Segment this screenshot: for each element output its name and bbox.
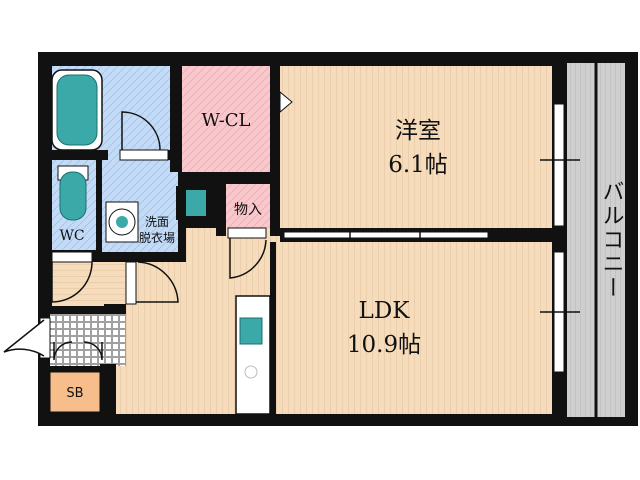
wc-door-swing bbox=[51, 261, 93, 303]
western-room-name: 洋室 bbox=[395, 118, 441, 144]
entrance-inner-door bbox=[53, 341, 103, 361]
balcony-label: バルコニー bbox=[599, 180, 624, 300]
entrance-door-swing bbox=[3, 319, 45, 357]
wc-label: WC bbox=[59, 228, 84, 244]
kitchen-sink bbox=[239, 317, 263, 345]
bath-door-opening bbox=[119, 149, 169, 161]
kitchen-counter bbox=[235, 295, 271, 415]
ldk-floor bbox=[116, 242, 552, 414]
storage-label: 物入 bbox=[234, 202, 262, 218]
toilet-bowl bbox=[59, 171, 87, 221]
wc-door-opening bbox=[51, 251, 93, 263]
wcl-door bbox=[279, 90, 293, 114]
hallway-floor bbox=[52, 262, 126, 306]
western-room-size: 6.1帖 bbox=[388, 152, 448, 178]
entrance-floor bbox=[50, 314, 126, 366]
sliding-door bbox=[283, 231, 489, 239]
washroom-door-opening bbox=[125, 261, 137, 305]
washroom-door-swing bbox=[136, 261, 179, 303]
washing-machine-core bbox=[116, 216, 128, 228]
ldk-size: 10.9帖 bbox=[347, 332, 421, 358]
western-room-floor bbox=[280, 66, 552, 228]
kitchen-stove bbox=[244, 365, 258, 379]
storage-floor bbox=[226, 184, 270, 228]
storage-door-opening bbox=[227, 227, 267, 239]
storage-door-swing bbox=[229, 238, 267, 279]
bath-door-swing bbox=[121, 111, 161, 151]
sb-label: SB bbox=[66, 386, 83, 401]
wcl-floor bbox=[182, 66, 270, 172]
window-western bbox=[553, 103, 565, 227]
wcl-label: W-CL bbox=[202, 110, 251, 131]
washroom-label-line2: 脱衣場 bbox=[139, 230, 175, 245]
ldk-name: LDK bbox=[359, 298, 411, 324]
bathtub-basin bbox=[56, 74, 98, 146]
balcony-rail bbox=[594, 54, 636, 424]
washroom-label-line1: 洗面 bbox=[145, 215, 169, 229]
